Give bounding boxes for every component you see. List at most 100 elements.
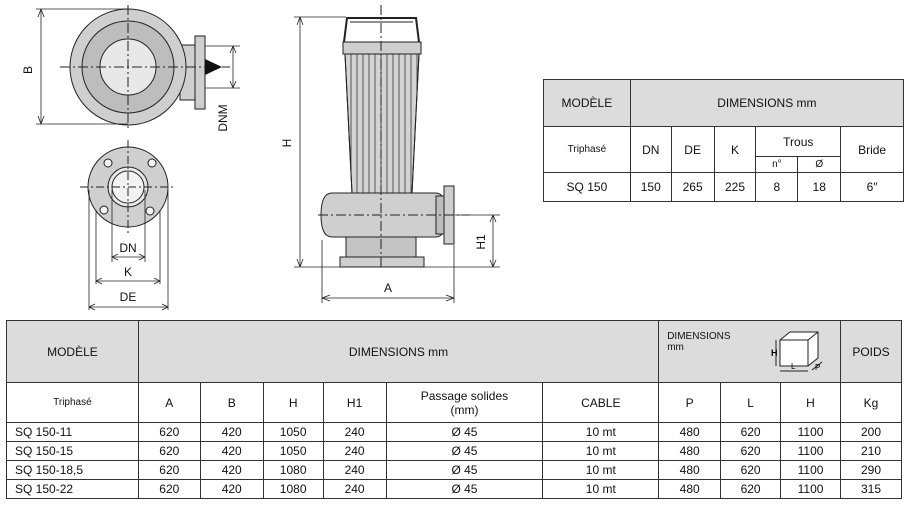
dimension-dn-k-de: [88, 190, 169, 311]
col-dn: DN: [629, 126, 672, 173]
label-a: A: [384, 281, 392, 295]
cell-kg: 290: [839, 460, 903, 480]
cell-b: 420: [199, 422, 264, 442]
box-icon: H L P: [771, 331, 823, 372]
cell-model: SQ 150-22: [6, 479, 139, 499]
col-passage-unit: (mm): [450, 402, 479, 417]
cell-cable: 10 mt: [542, 441, 660, 461]
dimensions-header: DIMENSIONS mm: [137, 320, 660, 383]
cell-passage: Ø 45: [385, 441, 544, 461]
cell-de: 265: [670, 172, 715, 202]
cell-model: SQ 150: [543, 172, 631, 202]
col-kg: Kg: [839, 382, 903, 423]
box-icon-label-l: L: [791, 362, 796, 371]
cell-cable: 10 mt: [542, 460, 660, 480]
technical-drawing: B DNM DN K DE: [21, 5, 500, 311]
col-a: A: [137, 382, 201, 423]
flange-dimensions-table: MODÈLE DIMENSIONS mm Triphasé DN DE K Tr…: [543, 79, 905, 202]
model-header: MODÈLE: [543, 79, 631, 127]
col-l: L: [720, 382, 782, 423]
cell-l: 620: [720, 422, 782, 442]
model-header: MODÈLE: [6, 320, 139, 383]
cell-passage: Ø 45: [385, 479, 544, 499]
cell-model: SQ 150-18,5: [6, 460, 139, 480]
triphase-label: Triphasé: [543, 126, 631, 173]
cell-cable: 10 mt: [542, 422, 660, 442]
col-h1: H1: [322, 382, 387, 423]
cell-passage: Ø 45: [385, 422, 544, 442]
col-dia: Ø: [797, 156, 842, 173]
cell-dia: 18: [797, 172, 842, 202]
cell-h2: 1100: [780, 479, 841, 499]
cell-passage: Ø 45: [385, 460, 544, 480]
cell-no: 8: [755, 172, 799, 202]
table-row: SQ 150 150 265 225 8 18 6″: [543, 172, 904, 202]
cell-kg: 210: [839, 441, 903, 461]
cell-cable: 10 mt: [542, 479, 660, 499]
packaging-header-label: DIMENSIONS mm: [667, 331, 731, 353]
col-de: DE: [670, 126, 715, 173]
label-k: K: [124, 265, 132, 279]
cell-b: 420: [199, 441, 264, 461]
cell-kg: 315: [839, 479, 903, 499]
cell-h1: 240: [322, 422, 387, 442]
box-icon-label-p: P: [815, 363, 820, 372]
cell-p: 480: [658, 441, 722, 461]
label-b: B: [21, 66, 35, 74]
col-passage-label: Passage solides: [420, 388, 509, 403]
cell-l: 620: [720, 460, 782, 480]
cell-h: 1050: [262, 441, 324, 461]
cell-b: 420: [199, 479, 264, 499]
label-de: DE: [120, 290, 137, 304]
col-no: n°: [755, 156, 799, 173]
cell-h2: 1100: [780, 460, 841, 480]
cell-l: 620: [720, 479, 782, 499]
col-bride: Bride: [840, 126, 904, 173]
weight-header: POIDS: [839, 320, 903, 383]
cell-l: 620: [720, 441, 782, 461]
cell-p: 480: [658, 479, 722, 499]
cell-a: 620: [137, 460, 201, 480]
cell-dn: 150: [629, 172, 672, 202]
cell-b: 420: [199, 460, 264, 480]
col-b: B: [199, 382, 264, 423]
cell-a: 620: [137, 479, 201, 499]
cell-model: SQ 150-11: [6, 422, 139, 442]
cell-h: 1080: [262, 479, 324, 499]
box-icon-label-h: H: [771, 348, 778, 358]
flange-view: [80, 140, 176, 236]
cell-a: 620: [137, 422, 201, 442]
cell-model: SQ 150-15: [6, 441, 139, 461]
cell-h: 1080: [262, 460, 324, 480]
label-dn: DN: [119, 241, 136, 255]
col-h2: H: [780, 382, 841, 423]
packaging-dimensions-header: DIMENSIONS mm H L P: [658, 320, 841, 383]
cell-h2: 1100: [780, 422, 841, 442]
cell-h: 1050: [262, 422, 324, 442]
dimension-h1: [424, 214, 500, 268]
dimension-dnm: [205, 45, 240, 89]
cell-p: 480: [658, 460, 722, 480]
cell-bride: 6″: [840, 172, 904, 202]
col-k: K: [713, 126, 757, 173]
cell-h1: 240: [322, 460, 387, 480]
cell-kg: 200: [839, 422, 903, 442]
triphase-label: Triphasé: [6, 382, 139, 423]
label-h: H: [280, 139, 294, 148]
cell-p: 480: [658, 422, 722, 442]
dimension-a: [321, 240, 455, 303]
cell-h1: 240: [322, 441, 387, 461]
dimension-b: [36, 8, 128, 125]
dimensions-header: DIMENSIONS mm: [629, 79, 905, 127]
label-h1: H1: [474, 234, 488, 250]
col-cable: CABLE: [542, 382, 660, 423]
col-passage: Passage solides (mm): [385, 382, 544, 423]
pump-side-view: [318, 5, 470, 270]
cell-k: 225: [713, 172, 757, 202]
cell-h2: 1100: [780, 441, 841, 461]
models-dimensions-table: MODÈLE DIMENSIONS mm DIMENSIONS mm H L P…: [6, 320, 903, 499]
